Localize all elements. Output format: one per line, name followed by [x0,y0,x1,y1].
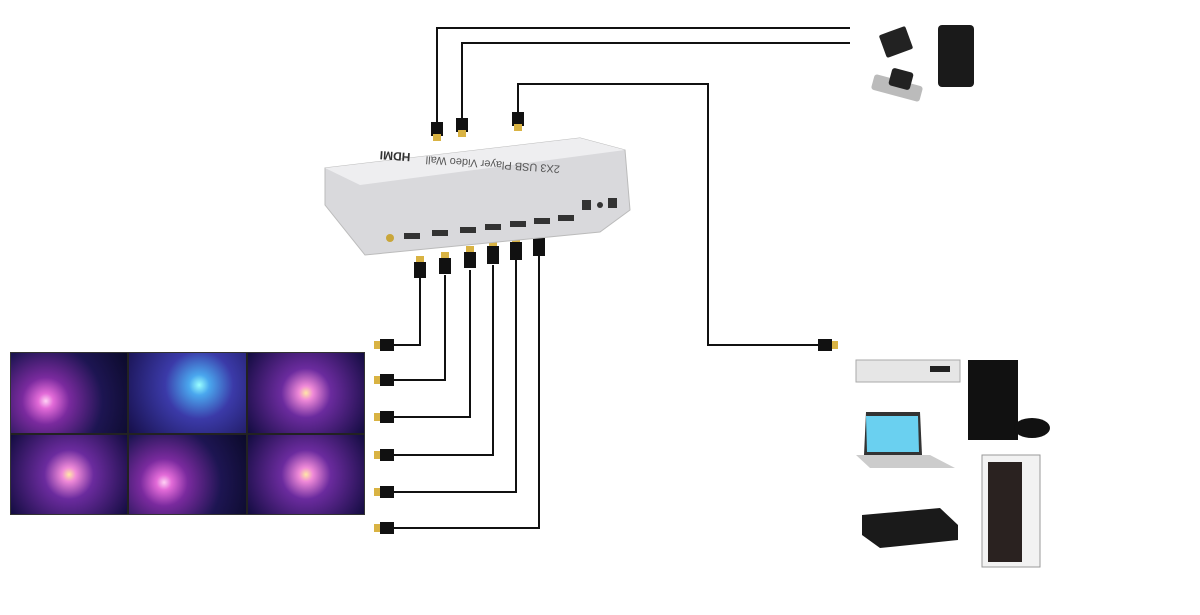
hdmi-input-cable [517,83,820,346]
hdmi-ports [404,198,617,239]
hdmi-output-cable-6 [392,255,540,529]
hdmi-output-cable-3 [392,270,471,418]
cables [392,27,850,529]
antenna-connector [386,234,394,242]
dvd-player [855,359,961,383]
gamepad [1014,418,1050,438]
screen-1 [11,353,128,433]
set-top-box [862,508,958,548]
game-console [968,360,1018,440]
screen-5 [129,434,246,514]
usb-storage-devices [871,25,974,102]
hdmi-output-cable-1 [392,275,421,346]
video-wall [10,352,365,515]
screen-6 [247,434,364,514]
usb-cable-2 [461,42,850,125]
usb-cable-1 [436,27,850,125]
source-devices [855,359,1050,568]
screen-3 [247,353,364,433]
hdmi-logo: HDMI [379,148,411,164]
hdmi-output-cable-2 [392,275,446,381]
video-wall-controller: 2X3 USB Player Video Wall HDMI [324,137,631,256]
screen-2 [129,353,246,433]
hdmi-output-cable-5 [392,260,517,493]
screen-4 [11,434,128,514]
hdmi-output-cable-4 [392,265,494,456]
